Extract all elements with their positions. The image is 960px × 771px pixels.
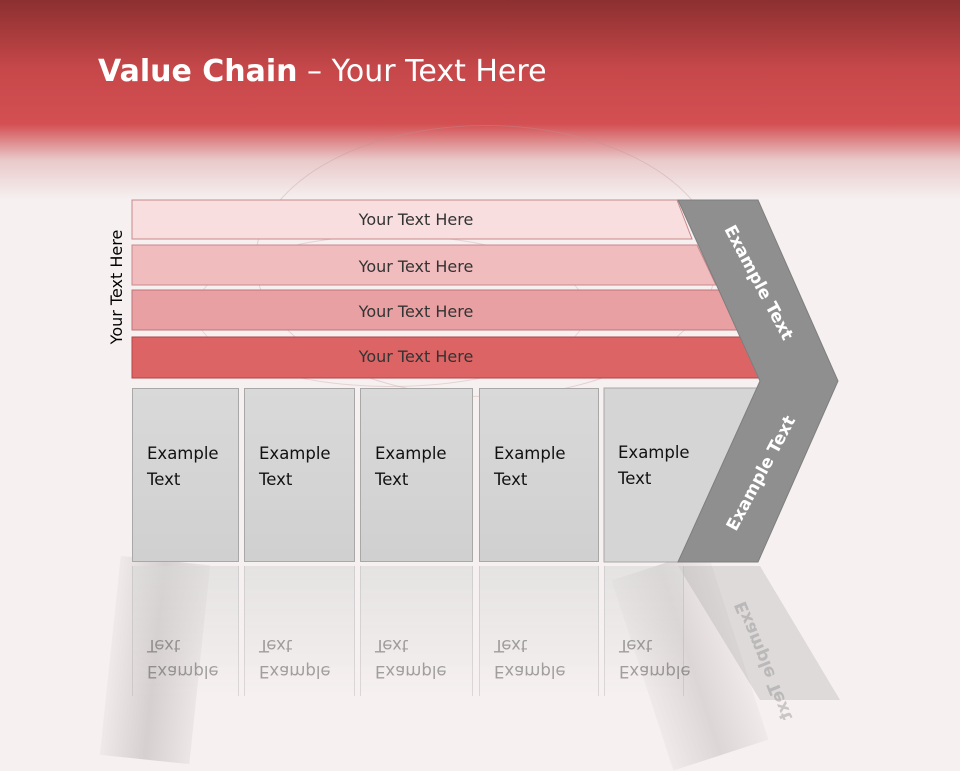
bar-4: Your Text Here <box>131 336 764 379</box>
cell-4-reflection-line2: Text <box>494 636 528 655</box>
cell-5-reflection-line1: Example <box>619 662 691 681</box>
cell-2-reflection-label: Example Text <box>259 632 349 684</box>
chevron-reflection <box>678 566 840 700</box>
cell-2-line2: Text <box>259 470 293 489</box>
cell-2-reflection-line2: Text <box>259 636 293 655</box>
title-bold: Value Chain <box>98 54 298 89</box>
cell-1-reflection-line1: Example <box>147 662 219 681</box>
bar-1: Your Text Here <box>131 199 693 240</box>
cell-1-reflection: Example Text <box>132 566 239 696</box>
cell-2-line1: Example <box>259 444 331 463</box>
bar-3: Your Text Here <box>131 289 740 331</box>
cell-3-reflection-line1: Example <box>375 662 447 681</box>
cell-4-line2: Text <box>494 470 528 489</box>
cell-5-reflection-label: Example Text <box>619 632 709 684</box>
cell-5-reflection-line2: Text <box>619 636 653 655</box>
cell-2-reflection: Example Text <box>244 566 355 696</box>
chevron-arrow <box>677 199 839 563</box>
cell-4-line1: Example <box>494 444 566 463</box>
cell-1-line2: Text <box>147 470 181 489</box>
cell-3-reflection: Example Text <box>360 566 473 696</box>
cell-5-line1: Example <box>618 443 690 462</box>
bar-4-label: Your Text Here <box>358 347 474 366</box>
cell-3-reflection-line2: Text <box>375 636 409 655</box>
bar-3-label: Your Text Here <box>358 302 474 321</box>
title-rest: – Your Text Here <box>297 54 547 89</box>
cell-4-reflection-label: Example Text <box>494 632 584 684</box>
bar-2: Your Text Here <box>131 244 717 286</box>
bar-1-label: Your Text Here <box>358 210 474 229</box>
value-chain-diagram: Example Text Your Text Here Your Text He… <box>131 199 840 720</box>
cell-3-line1: Example <box>375 444 447 463</box>
cell-1-line1: Example <box>147 444 219 463</box>
cell-2-reflection-line1: Example <box>259 662 331 681</box>
slide-title: Value Chain – Your Text Here <box>98 54 547 89</box>
cell-3-line2: Text <box>375 470 409 489</box>
cell-1-reflection-label: Example Text <box>147 632 237 684</box>
cell-5-line2: Text <box>618 469 652 488</box>
cell-3-reflection-label: Example Text <box>375 632 465 684</box>
cell-1-reflection-line2: Text <box>147 636 181 655</box>
cell-5-reflection: Example Text <box>604 566 691 696</box>
bar-2-label: Your Text Here <box>358 257 474 276</box>
cell-4-reflection-line1: Example <box>494 662 566 681</box>
cell-4-reflection: Example Text <box>479 566 599 696</box>
